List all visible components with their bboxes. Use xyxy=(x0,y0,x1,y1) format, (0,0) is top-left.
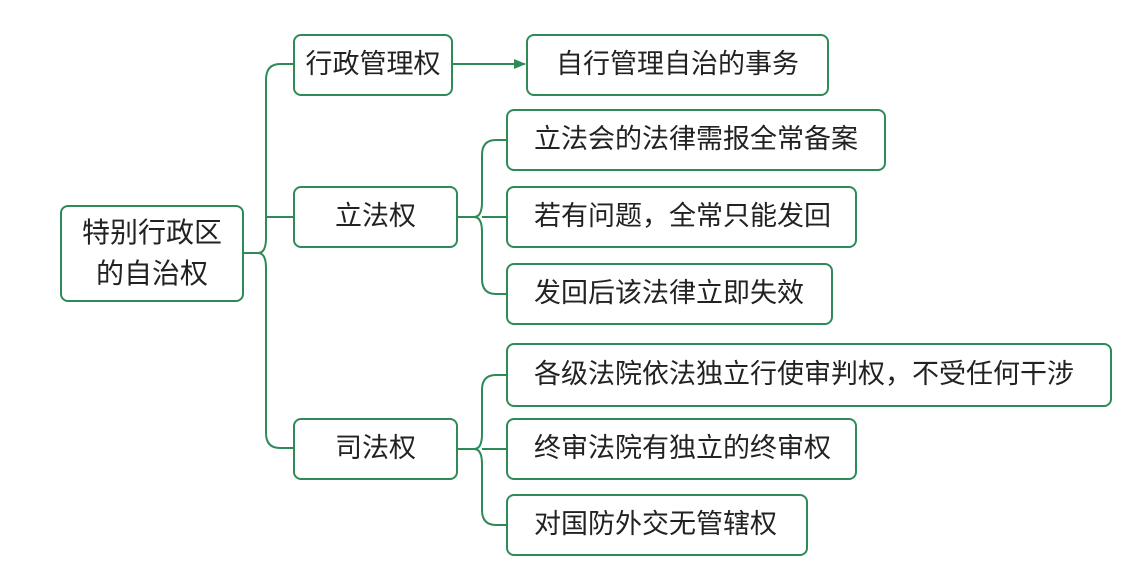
leaf-label: 终审法院有独立的终审权 xyxy=(534,433,831,465)
root-bracket xyxy=(257,63,281,449)
judicial-bracket xyxy=(473,374,497,526)
branch-node-legislative: 立法权 xyxy=(293,186,458,248)
root-label-line2: 的自治权 xyxy=(95,256,208,290)
leaf-node-judicial-1: 各级法院依法独立行使审判权，不受任何干涉 xyxy=(506,343,1112,407)
leaf-label: 若有问题，全常只能发回 xyxy=(534,201,831,233)
leaf-node-judicial-2: 终审法院有独立的终审权 xyxy=(506,418,857,480)
branch-node-judicial: 司法权 xyxy=(293,418,458,480)
branch-label-judicial: 司法权 xyxy=(335,433,416,465)
leaf-node-legislative-3: 发回后该法律立即失效 xyxy=(506,263,833,325)
branch-node-administrative: 行政管理权 xyxy=(293,34,453,96)
leaf-label: 对国防外交无管辖权 xyxy=(534,509,777,541)
leaf-label: 立法会的法律需报全常备案 xyxy=(534,124,858,156)
branch-label-legislative: 立法权 xyxy=(335,201,416,233)
leaf-label: 各级法院依法独立行使审判权，不受任何干涉 xyxy=(534,359,1074,391)
leaf-label: 发回后该法律立即失效 xyxy=(534,278,804,310)
leaf-label: 自行管理自治的事务 xyxy=(556,49,799,81)
leaf-node-legislative-1: 立法会的法律需报全常备案 xyxy=(506,109,886,171)
leaf-node-administrative-1: 自行管理自治的事务 xyxy=(526,34,829,96)
leaf-node-judicial-3: 对国防外交无管辖权 xyxy=(506,494,808,556)
branch-label-administrative: 行政管理权 xyxy=(305,49,441,81)
root-node: 特别行政区 的自治权 xyxy=(60,205,244,302)
root-label-line1: 特别行政区 xyxy=(81,215,222,249)
legislative-bracket xyxy=(473,139,497,295)
leaf-node-legislative-2: 若有问题，全常只能发回 xyxy=(506,186,857,248)
